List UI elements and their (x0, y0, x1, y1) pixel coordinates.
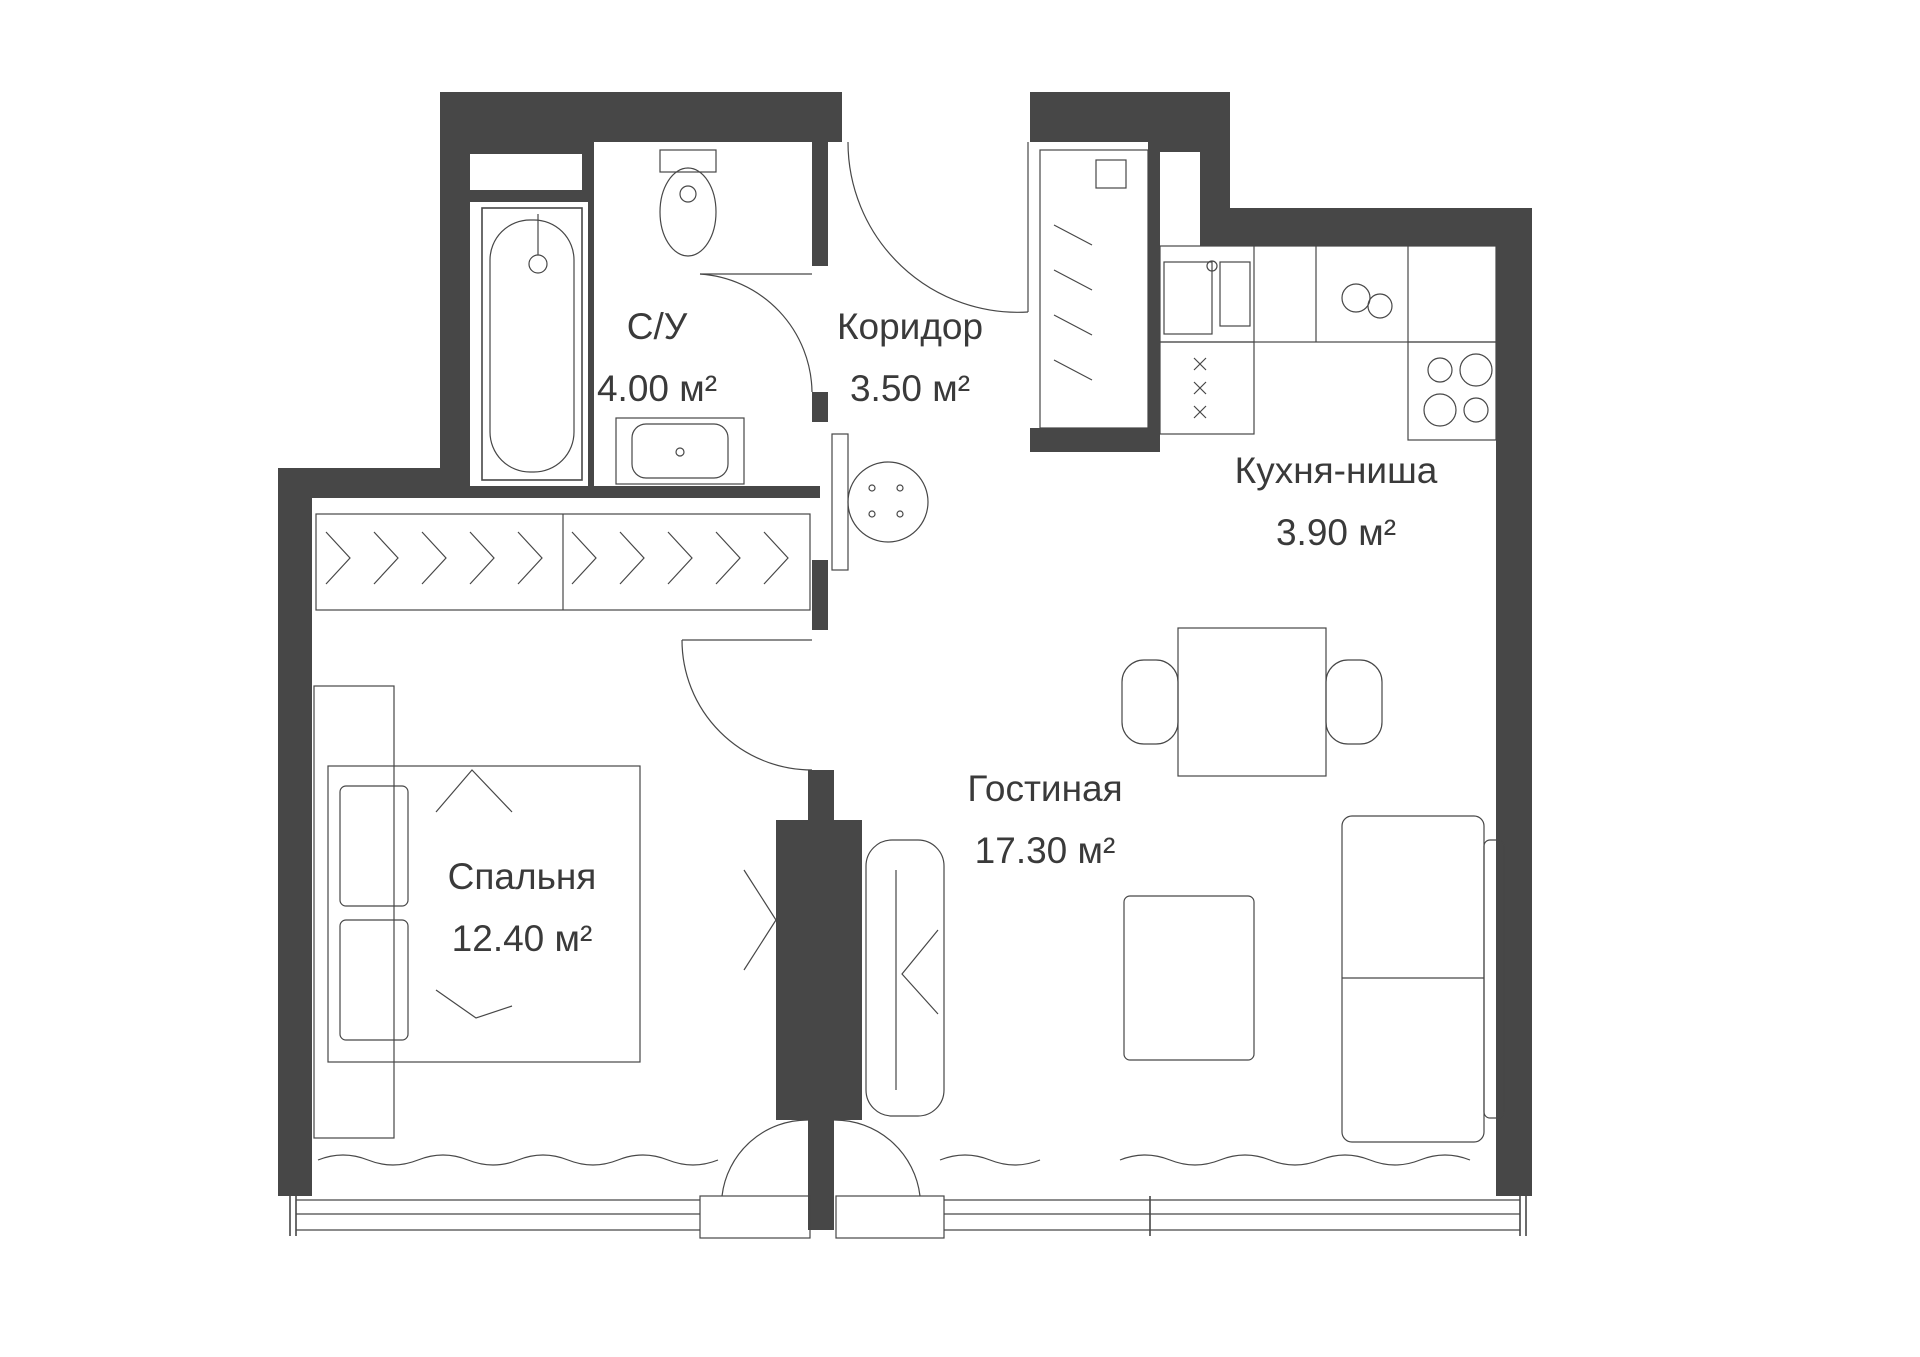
room-area: 17.30 м (930, 820, 1160, 882)
bedroom-furniture (313, 513, 921, 1197)
room-name: Коридор (836, 306, 984, 347)
windows (289, 1154, 1527, 1239)
room-label-living: Гостиная 17.30 м (930, 758, 1160, 882)
room-label-kitchen: Кухня-ниша 3.90 м (1206, 440, 1466, 564)
bathroom-fixtures (481, 149, 813, 485)
room-label-corridor: Коридор 3.50 м (810, 296, 1010, 420)
room-name: Кухня-ниша (1234, 450, 1438, 491)
room-name: С/У (626, 306, 688, 347)
entrance (831, 141, 1149, 571)
room-label-bedroom: Спальня 12.40 м (412, 846, 632, 970)
room-area: 3.90 м (1206, 502, 1466, 564)
room-name: Гостиная (967, 768, 1123, 809)
room-area: 3.50 м (810, 358, 1010, 420)
living-furniture (865, 627, 1505, 1143)
room-area: 12.40 м (412, 908, 632, 970)
room-name: Спальня (447, 856, 597, 897)
kitchen-fixtures (1159, 245, 1497, 441)
room-label-bathroom: С/У 4.00 м (572, 296, 742, 420)
walls (278, 92, 1532, 1230)
room-area: 4.00 м (572, 358, 742, 420)
